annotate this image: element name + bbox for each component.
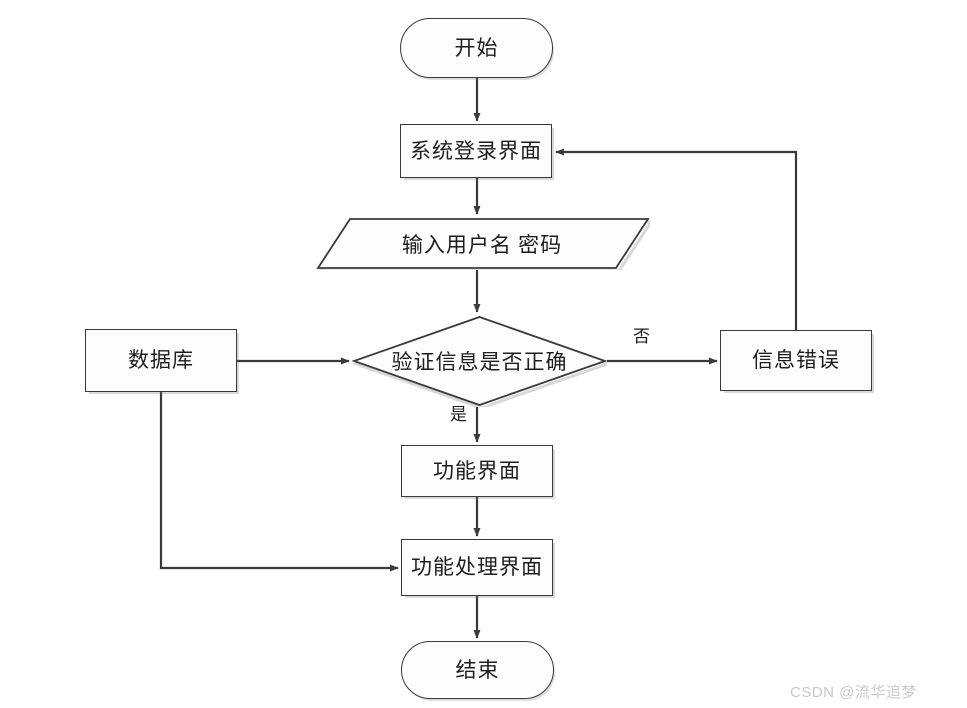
node-login-interface[interactable]: 系统登录界面 <box>400 124 552 178</box>
edge-label-yes: 是 <box>450 405 467 424</box>
node-input-credentials[interactable]: 输入用户名 密码 <box>314 217 650 270</box>
parallelogram-shape <box>316 218 650 270</box>
node-verify-decision-label: 验证信息是否正确 <box>391 350 568 374</box>
node-start-label: 开始 <box>454 35 499 60</box>
node-info-error[interactable]: 信息错误 <box>720 330 872 391</box>
node-function-interface[interactable]: 功能界面 <box>401 445 553 497</box>
node-database-label: 数据库 <box>128 348 194 372</box>
node-function-processing-interface[interactable]: 功能处理界面 <box>401 539 553 596</box>
node-verify-decision[interactable]: 验证信息是否正确 <box>352 315 607 407</box>
edge-label-no: 否 <box>633 327 650 346</box>
node-input-credentials-label: 输入用户名 密码 <box>401 232 563 257</box>
node-start[interactable]: 开始 <box>400 18 553 78</box>
node-login-interface-label: 系统登录界面 <box>410 138 542 163</box>
node-function-interface-label: 功能界面 <box>433 458 521 483</box>
diamond-shape <box>352 316 607 407</box>
node-function-processing-interface-label: 功能处理界面 <box>411 555 543 579</box>
node-info-error-label: 信息错误 <box>752 348 840 372</box>
csdn-watermark: CSDN @流华追梦 <box>790 684 917 701</box>
node-end[interactable]: 结束 <box>401 641 554 699</box>
edge-database-to-funcproc <box>159 392 399 572</box>
edge-error-to-login <box>555 148 798 330</box>
node-database[interactable]: 数据库 <box>85 329 237 392</box>
node-end-label: 结束 <box>455 657 500 682</box>
